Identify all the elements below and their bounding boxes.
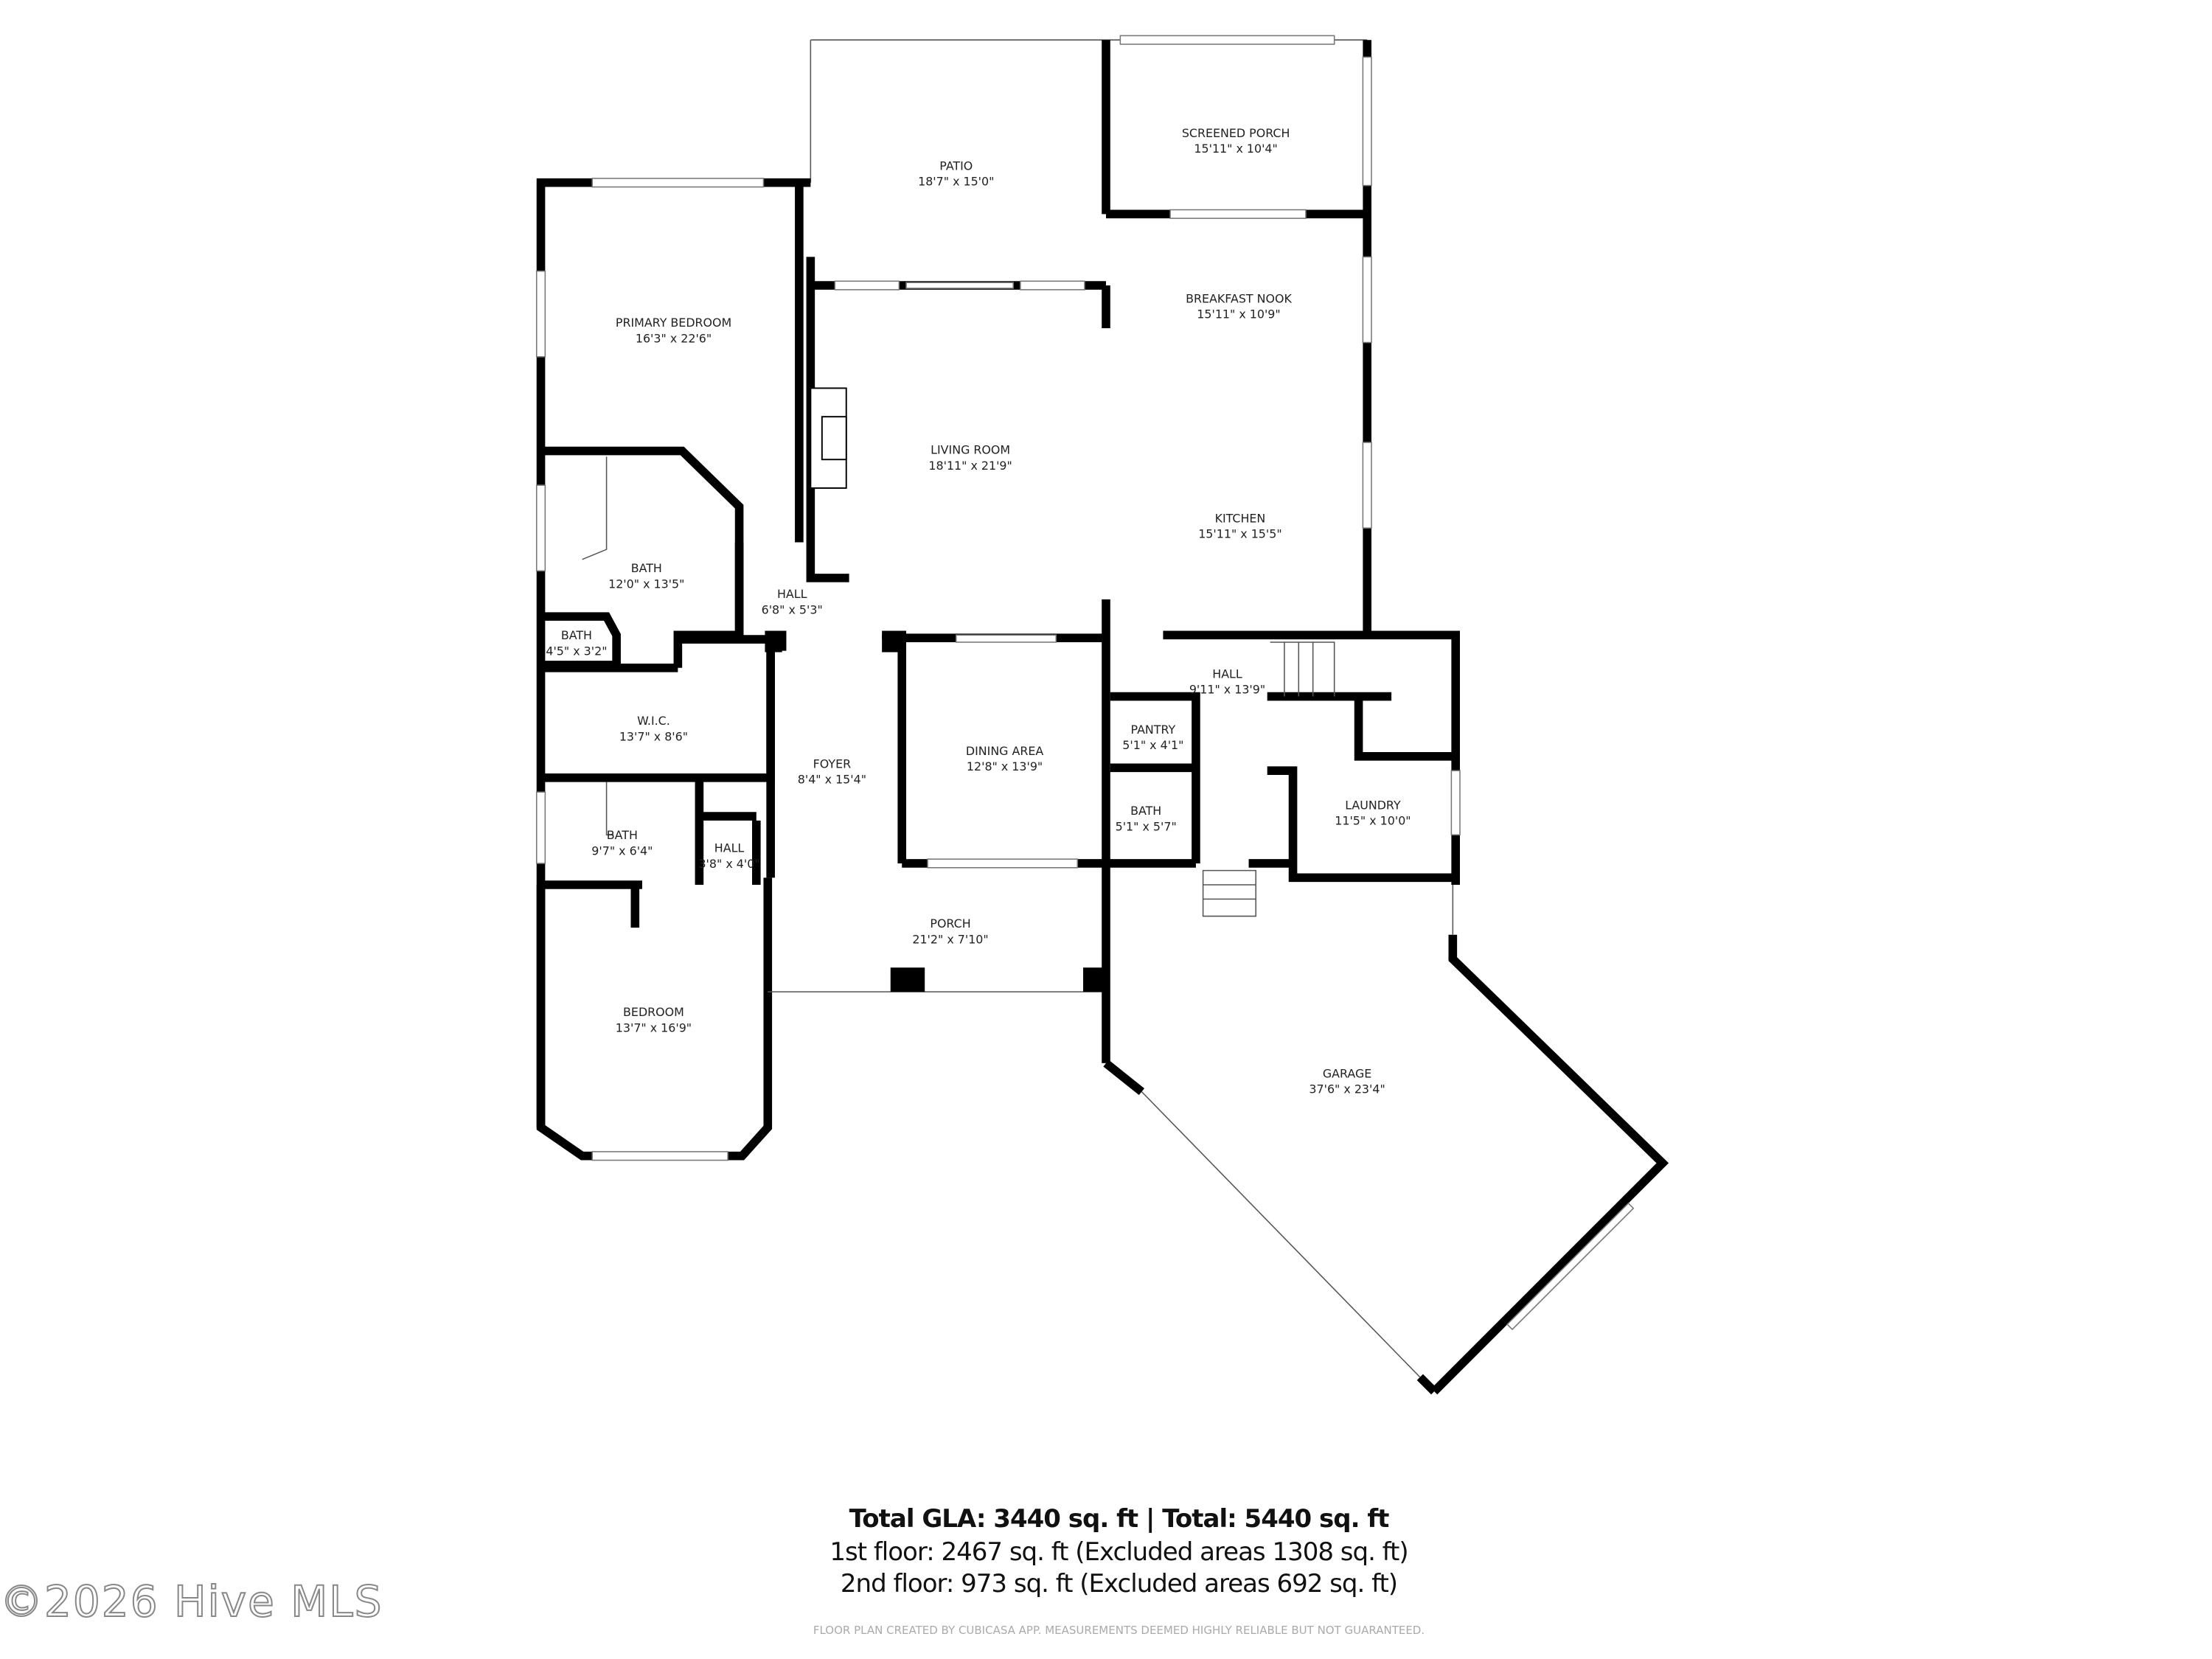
room-labels: PATIO 18'7" x 15'0" SCREENED PORCH 15'11… xyxy=(546,126,1411,1096)
room-name-screened-porch: SCREENED PORCH xyxy=(1182,126,1290,140)
total-area: Total GLA: 3440 sq. ft | Total: 5440 sq.… xyxy=(849,1504,1390,1534)
room-name-hall: HALL xyxy=(714,841,745,855)
room-name-breakfast-nook: BREAKFAST NOOK xyxy=(1186,291,1292,305)
room-size-pantry: 5'1" x 4'1" xyxy=(1122,738,1183,752)
disclaimer: FLOOR PLAN CREATED BY CUBICASA APP. MEAS… xyxy=(813,1624,1425,1637)
walls xyxy=(535,35,1669,1395)
room-size-dining-area: 12'8" x 13'9" xyxy=(967,759,1043,773)
room-size-bath: 9'7" x 6'4" xyxy=(591,844,653,858)
second-floor-area: 2nd floor: 973 sq. ft (Excluded areas 69… xyxy=(840,1569,1398,1599)
room-size-kitchen: 15'11" x 15'5" xyxy=(1198,527,1281,541)
room-size-hall: 9'11" x 13'9" xyxy=(1189,683,1265,697)
room-name-patio: PATIO xyxy=(939,159,973,173)
room-size-bath: 12'0" x 13'5" xyxy=(608,577,684,591)
room-name-laundry: LAUNDRY xyxy=(1345,798,1401,812)
room-size-bath: 5'1" x 5'7" xyxy=(1116,819,1177,833)
room-name-bath: BATH xyxy=(1130,804,1161,818)
room-size-wic: 13'7" x 8'6" xyxy=(619,730,688,744)
room-name-kitchen: KITCHEN xyxy=(1215,511,1266,525)
room-size-hall: 3'8" x 4'0" xyxy=(698,857,759,871)
room-size-living-room: 18'11" x 21'9" xyxy=(928,459,1012,473)
room-size-bath: 4'5" x 3'2" xyxy=(546,644,607,658)
room-name-hall: HALL xyxy=(777,587,807,601)
watermark: ©2026 Hive MLS xyxy=(0,1576,383,1627)
room-size-garage: 37'6" x 23'4" xyxy=(1309,1082,1385,1096)
room-name-foyer: FOYER xyxy=(813,757,851,771)
room-name-living-room: LIVING ROOM xyxy=(931,442,1010,456)
room-name-pantry: PANTRY xyxy=(1131,723,1176,737)
room-size-porch: 21'2" x 7'10" xyxy=(912,932,988,946)
room-name-primary-bedroom: PRIMARY BEDROOM xyxy=(616,316,731,330)
room-size-breakfast-nook: 15'11" x 10'9" xyxy=(1197,307,1280,321)
room-name-bedroom: BEDROOM xyxy=(623,1005,684,1019)
room-name-bath: BATH xyxy=(607,828,638,842)
first-floor-area: 1st floor: 2467 sq. ft (Excluded areas 1… xyxy=(830,1537,1408,1567)
room-size-primary-bedroom: 16'3" x 22'6" xyxy=(636,332,712,346)
room-size-foyer: 8'4" x 15'4" xyxy=(798,773,866,787)
room-size-bedroom: 13'7" x 16'9" xyxy=(616,1020,692,1034)
room-name-dining-area: DINING AREA xyxy=(966,744,1044,758)
room-size-laundry: 11'5" x 10'0" xyxy=(1335,814,1411,828)
room-name-bath: BATH xyxy=(561,628,592,642)
room-name-bath: BATH xyxy=(631,561,662,575)
room-name-porch: PORCH xyxy=(930,917,970,931)
room-name-wic: W.I.C. xyxy=(637,714,670,728)
room-size-screened-porch: 15'11" x 10'4" xyxy=(1194,142,1277,156)
room-name-garage: GARAGE xyxy=(1323,1066,1371,1080)
room-name-hall: HALL xyxy=(1212,667,1242,681)
room-size-patio: 18'7" x 15'0" xyxy=(918,175,994,189)
room-size-hall: 6'8" x 5'3" xyxy=(762,602,823,616)
